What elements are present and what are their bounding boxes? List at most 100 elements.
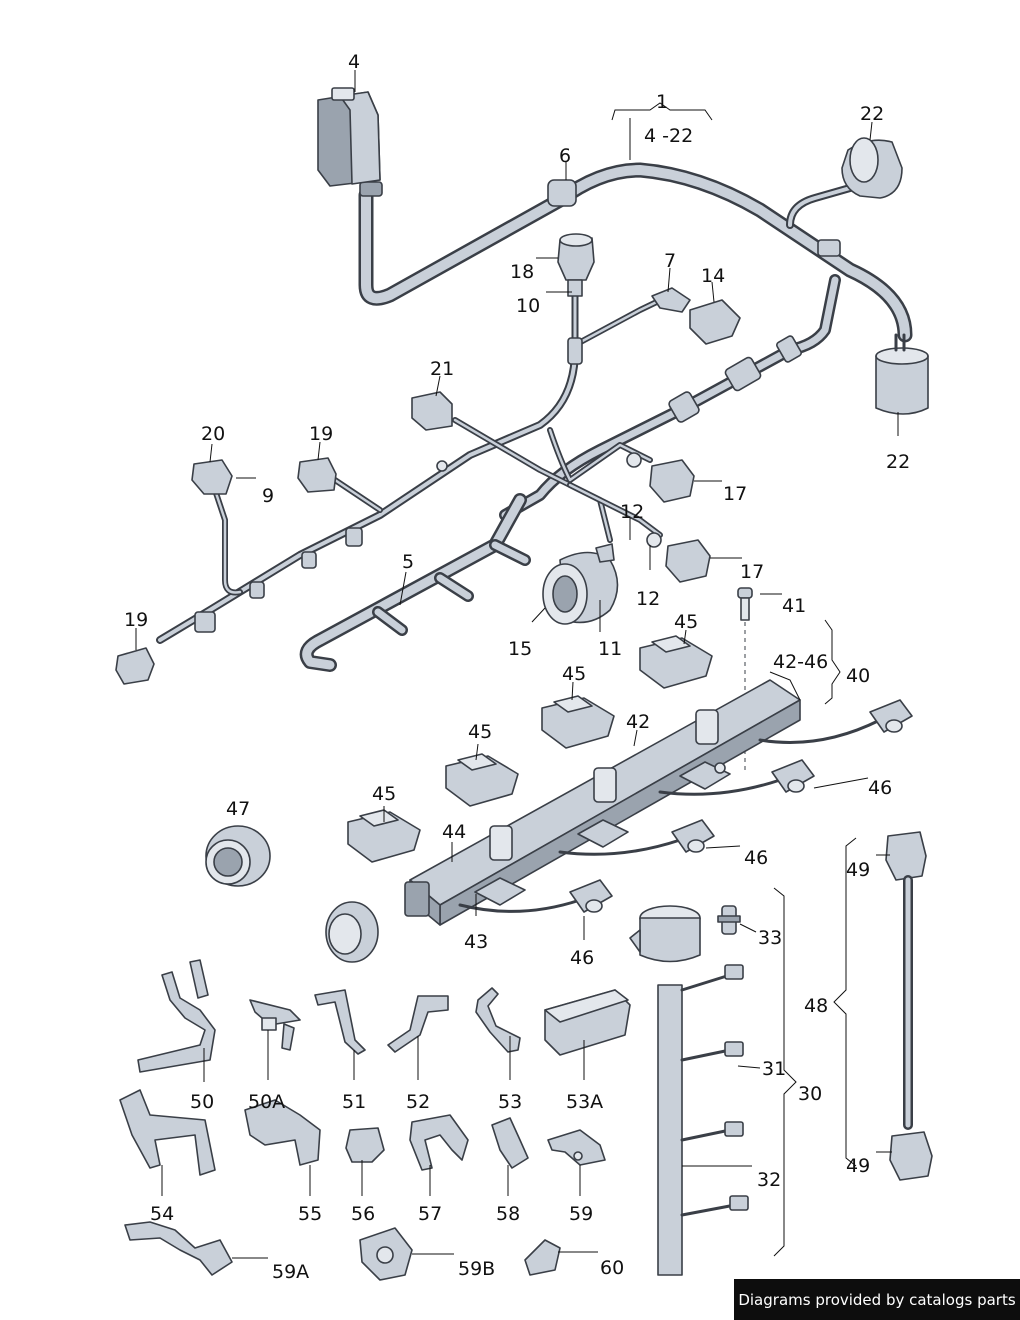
label-42-46: 42-46: [773, 651, 828, 673]
label-55: 55: [298, 1203, 322, 1225]
harness-30: [629, 905, 749, 1276]
label-45-4: 45: [372, 783, 396, 805]
label-48: 48: [804, 995, 828, 1017]
bracket-54: [119, 1089, 216, 1176]
label-15: 15: [508, 638, 532, 660]
label-59A: 59A: [272, 1261, 309, 1283]
label-21: 21: [430, 358, 454, 380]
label-46-1: 46: [868, 777, 892, 799]
label-60: 60: [600, 1257, 624, 1279]
label-22-top: 22: [860, 103, 884, 125]
label-46-3: 46: [570, 947, 594, 969]
label-22-bottom: 22: [886, 451, 910, 473]
footer-banner: Diagrams provided by catalogs parts: [734, 1279, 1020, 1320]
label-19-lower: 19: [124, 609, 148, 631]
connector-22-top: [841, 137, 903, 199]
clip-59B: [359, 1227, 413, 1281]
label-45-3: 45: [468, 721, 492, 743]
range-bracket-30: [773, 887, 797, 1257]
label-12-lower: 12: [636, 588, 660, 610]
label-59: 59: [569, 1203, 593, 1225]
label-40: 40: [846, 665, 870, 687]
label-33: 33: [758, 927, 782, 949]
clip-60: [524, 1239, 561, 1276]
sensor-33: [717, 905, 741, 935]
label-44: 44: [442, 821, 466, 843]
grommet-15: [542, 543, 619, 625]
main-wiring-harness: [156, 162, 913, 644]
label-53: 53: [498, 1091, 522, 1113]
label-53A: 53A: [566, 1091, 603, 1113]
label-12-upper: 12: [620, 501, 644, 523]
range-bracket-40: [824, 619, 841, 705]
label-10: 10: [516, 295, 540, 317]
connector-19-lower: [115, 647, 155, 685]
label-19-upper: 19: [309, 423, 333, 445]
range-bracket-1: [611, 102, 713, 121]
connector-17-upper: [626, 452, 695, 503]
bracket-59: [547, 1129, 606, 1166]
label-9: 9: [262, 485, 274, 507]
leader-lines: [135, 70, 899, 1259]
label-41: 41: [782, 595, 806, 617]
range-bracket-48: [833, 837, 857, 1167]
bracket-57: [409, 1114, 469, 1171]
bracket-59A: [124, 1221, 233, 1276]
harness-48: [885, 831, 933, 1181]
connector-21: [411, 391, 453, 431]
label-52: 52: [406, 1091, 430, 1113]
label-47: 47: [226, 798, 250, 820]
label-1-range: 4 -22: [644, 125, 693, 147]
label-51: 51: [342, 1091, 366, 1113]
sleeve-6: [547, 179, 577, 207]
label-56: 56: [351, 1203, 375, 1225]
label-31: 31: [762, 1058, 786, 1080]
clip-53A: [544, 989, 631, 1056]
ignition-harness-40: [325, 679, 913, 963]
label-1: 1: [656, 91, 668, 113]
connector-4: [317, 87, 381, 187]
label-59B: 59B: [458, 1258, 495, 1280]
label-11: 11: [598, 638, 622, 660]
bracket-52: [387, 995, 449, 1053]
label-49-lower: 49: [846, 1155, 870, 1177]
label-50: 50: [190, 1091, 214, 1113]
connector-7-14: [651, 287, 741, 345]
label-42: 42: [626, 711, 650, 733]
bracket-50: [137, 959, 216, 1073]
label-20: 20: [201, 423, 225, 445]
label-18: 18: [510, 261, 534, 283]
label-54: 54: [150, 1203, 174, 1225]
label-30: 30: [798, 1083, 822, 1105]
bracket-51: [314, 989, 366, 1055]
connector-18: [557, 233, 595, 297]
label-49-upper: 49: [846, 859, 870, 881]
footer-text: Diagrams provided by catalogs parts: [738, 1290, 1016, 1309]
label-46-2: 46: [744, 847, 768, 869]
label-17-upper: 17: [723, 483, 747, 505]
bracket-55: [244, 1099, 321, 1166]
label-14: 14: [701, 265, 725, 287]
ignition-coil-45-4: [347, 809, 421, 863]
bracket-53: [475, 987, 521, 1053]
ignition-coil-45-3: [445, 753, 519, 807]
label-50A: 50A: [248, 1091, 285, 1113]
connector-22-bottom: [875, 333, 929, 415]
clip-58: [491, 1117, 529, 1169]
label-58: 58: [496, 1203, 520, 1225]
label-45-2: 45: [562, 663, 586, 685]
clip-50A: [249, 999, 301, 1051]
grommet-47: [205, 825, 271, 887]
label-32: 32: [757, 1169, 781, 1191]
label-45-1: 45: [674, 611, 698, 633]
ignition-coil-45-1: [639, 635, 713, 689]
clip-56: [345, 1127, 385, 1163]
connector-19-upper: [297, 457, 337, 493]
ignition-coil-45-2: [541, 695, 615, 749]
harness-5: [299, 493, 531, 672]
label-4: 4: [348, 51, 360, 73]
label-6: 6: [559, 145, 571, 167]
label-43: 43: [464, 931, 488, 953]
connector-17-lower: [646, 532, 711, 583]
